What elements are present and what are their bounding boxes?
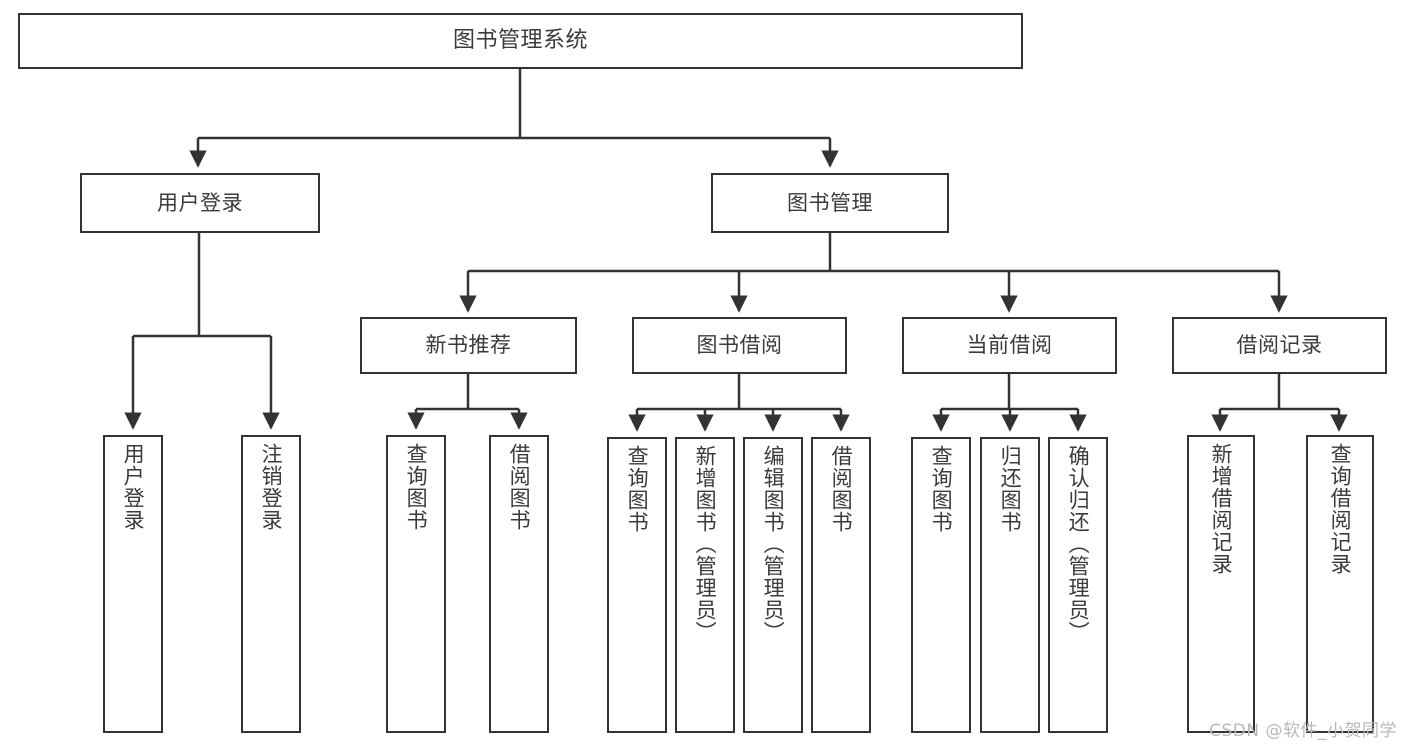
node-leaf-user-login-label: 用户登录	[121, 443, 146, 531]
node-leaf-query-record[interactable]: 查询借阅记录	[1306, 435, 1374, 733]
node-book-manage[interactable]: 图书管理	[711, 173, 949, 233]
node-leaf-user-login[interactable]: 用户登录	[103, 435, 163, 733]
watermark: CSDN @软件_小贺同学	[1209, 721, 1397, 741]
node-leaf-edit-book[interactable]: 编辑图书（管理员）	[743, 437, 803, 733]
node-new-book-rec-label: 新书推荐	[425, 333, 512, 358]
node-leaf-add-record[interactable]: 新增借阅记录	[1187, 435, 1255, 733]
node-leaf-query-book-3[interactable]: 查询图书	[911, 437, 971, 733]
node-leaf-return-book[interactable]: 归还图书	[980, 437, 1040, 733]
node-new-book-rec[interactable]: 新书推荐	[360, 317, 577, 374]
node-user-login[interactable]: 用户登录	[80, 173, 320, 233]
node-leaf-add-book-label: 新增图书（管理员）	[693, 445, 718, 643]
node-root[interactable]: 图书管理系统	[18, 13, 1023, 69]
node-book-borrow[interactable]: 图书借阅	[632, 317, 847, 374]
node-leaf-borrow-book-2-label: 借阅图书	[829, 445, 854, 533]
node-book-borrow-label: 图书借阅	[696, 333, 783, 358]
node-leaf-return-book-label: 归还图书	[998, 445, 1023, 533]
node-leaf-query-record-label: 查询借阅记录	[1328, 443, 1353, 575]
node-leaf-query-book-1[interactable]: 查询图书	[386, 435, 446, 733]
node-root-label: 图书管理系统	[452, 28, 588, 54]
node-user-login-label: 用户登录	[157, 190, 243, 215]
node-leaf-add-book[interactable]: 新增图书（管理员）	[675, 437, 735, 733]
node-leaf-edit-book-label: 编辑图书（管理员）	[761, 445, 786, 643]
node-leaf-query-book-1-label: 查询图书	[404, 443, 429, 531]
node-leaf-borrow-book-1[interactable]: 借阅图书	[489, 435, 549, 733]
node-current-borrow[interactable]: 当前借阅	[902, 317, 1117, 374]
node-leaf-query-book-3-label: 查询图书	[929, 445, 954, 533]
node-borrow-record[interactable]: 借阅记录	[1172, 317, 1387, 374]
node-leaf-user-logout-label: 注销登录	[259, 443, 284, 531]
node-book-manage-label: 图书管理	[787, 190, 873, 215]
node-leaf-confirm-return[interactable]: 确认归还（管理员）	[1048, 437, 1108, 733]
node-borrow-record-label: 借阅记录	[1236, 333, 1323, 358]
node-leaf-borrow-book-1-label: 借阅图书	[507, 443, 532, 531]
node-leaf-borrow-book-2[interactable]: 借阅图书	[811, 437, 871, 733]
node-leaf-query-book-2-label: 查询图书	[625, 445, 650, 533]
node-leaf-confirm-return-label: 确认归还（管理员）	[1066, 445, 1091, 643]
node-leaf-add-record-label: 新增借阅记录	[1209, 443, 1234, 575]
node-current-borrow-label: 当前借阅	[966, 333, 1053, 358]
node-leaf-query-book-2[interactable]: 查询图书	[607, 437, 667, 733]
node-leaf-user-logout[interactable]: 注销登录	[241, 435, 301, 733]
